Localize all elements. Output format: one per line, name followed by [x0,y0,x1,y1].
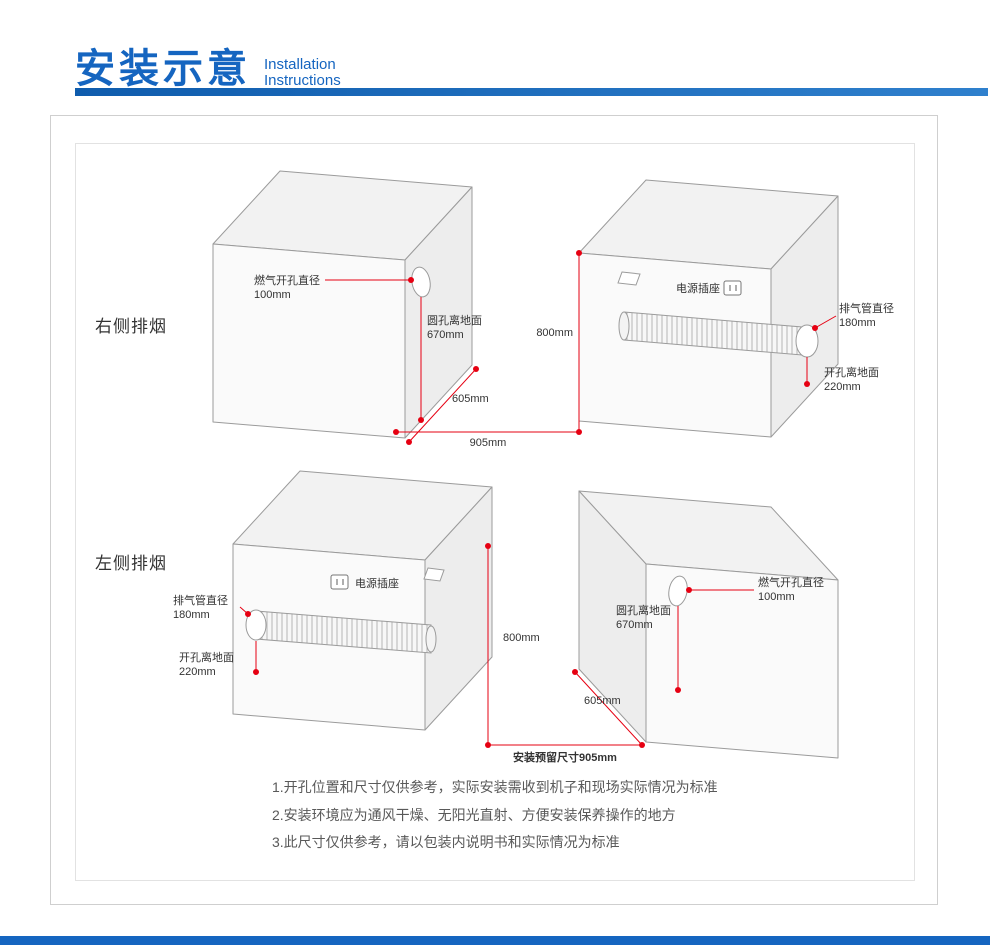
round-hole-height-value: 670mm [427,329,464,341]
page-subtitle-line2: Instructions [264,72,341,89]
dimension-depth-d: 605mm [572,669,643,746]
dimension-dot [639,742,645,748]
reserved-size-value: 安装预留尺寸905mm [513,750,617,764]
dimension-dot [572,669,578,675]
gas-hole [668,575,688,607]
page-title: 安装示意 [75,47,251,91]
depth-value: 605mm [584,695,621,707]
exhaust-pipe-end [425,625,437,653]
box-left-exhaust-hole-view [578,490,839,759]
height-value: 800mm [536,327,573,339]
dimension-width-top: 905mm [393,429,582,449]
footer-accent-bar [0,936,990,945]
box-front-face [645,563,839,759]
dimension-opening-height-c: 开孔离地面 220mm [179,641,259,678]
box-right-exhaust-hole-view [212,170,473,439]
exhaust-pipe-outlet [245,609,267,641]
gas-hole-value: 100mm [758,591,795,603]
width-value: 905mm [470,437,507,449]
dimension-line [814,315,837,329]
installation-diagram: 燃气开孔直径 100mm 圆孔离地面 670mm 605mm [173,170,894,764]
dimension-dot [675,687,681,693]
dimension-depth-a: 605mm [406,366,489,445]
exhaust-pipe-value: 180mm [173,609,210,621]
dimension-dot [812,325,818,331]
exhaust-pipe-value: 180mm [839,317,876,329]
dimension-dot [485,543,491,549]
dimension-dot [804,381,810,387]
power-socket: 电源插座 [330,574,399,590]
exhaust-pipe-label: 排气管直径 [173,593,228,607]
hole-height-label: 开孔离地面 [824,365,879,379]
power-socket: 电源插座 [676,280,742,296]
gas-hole-value: 100mm [254,289,291,301]
power-socket-icon [330,574,349,590]
dimension-reserved-width-bottom: 安装预留尺寸905mm [485,742,645,764]
dimension-hole-height-a: 圆孔离地面 670mm [418,297,482,423]
dimension-hole-height-d: 圆孔离地面 670mm [616,603,681,693]
box-left-exhaust-pipe-view: 电源插座 [232,470,493,731]
page-subtitle-line1: Installation [264,56,336,73]
gas-hole-label: 燃气开孔直径 [758,575,824,589]
round-hole-height-label: 圆孔离地面 [616,603,671,617]
dimension-height-b: 800mm [536,250,582,432]
section-label-left-exhaust: 左侧排烟 [95,554,167,573]
dimension-pipe-diameter-c: 排气管直径 180mm [173,593,251,621]
notes: 1.开孔位置和尺寸仅供参考，实际安装需收到机子和现场实际情况为标准 2.安装环境… [272,774,718,857]
dimension-dot [408,277,414,283]
section-label-right-exhaust: 右侧排烟 [95,317,167,336]
dimension-gas-hole-diameter-d: 燃气开孔直径 100mm [686,575,824,603]
power-socket-label: 电源插座 [676,281,720,295]
diagram-inner-panel: 燃气开孔直径 100mm 圆孔离地面 670mm 605mm [75,143,915,881]
page-subtitle: Installation Instructions [264,57,341,89]
vent-opening [617,271,641,286]
dimension-dot [406,439,412,445]
dimension-pipe-diameter-b: 排气管直径 180mm [812,301,894,331]
dimension-line [574,671,643,746]
dimension-gas-hole-diameter-a: 燃气开孔直径 100mm [254,273,414,301]
exhaust-pipe-label: 排气管直径 [839,301,894,315]
note-line-1: 1.开孔位置和尺寸仅供参考，实际安装需收到机子和现场实际情况为标准 [272,779,718,795]
box-right-exhaust-pipe-view: 电源插座 [578,179,839,438]
dimension-dot [418,417,424,423]
dimension-opening-height-b: 开孔离地面 220mm [804,357,879,393]
box-front-face [212,243,406,439]
dimension-dot [473,366,479,372]
gas-hole-label: 燃气开孔直径 [254,273,320,287]
note-line-2: 2.安装环境应为通风干燥、无阳光直射、方便安装保养操作的地方 [272,806,676,823]
hole-height-value: 220mm [824,381,861,393]
dimension-height-c: 800mm [485,543,540,745]
dimension-dot [393,429,399,435]
hole-height-label: 开孔离地面 [179,650,234,664]
exhaust-pipe [245,609,437,654]
dimension-line [408,368,477,443]
round-hole-height-value: 670mm [616,619,653,631]
power-socket-icon [723,280,742,296]
dimension-dot [686,587,692,593]
dimension-dot [245,611,251,617]
hole-height-value: 220mm [179,666,216,678]
depth-value: 605mm [452,393,489,405]
dimension-dot [253,669,259,675]
vent-opening [423,567,445,582]
dimension-dot [576,250,582,256]
diagram-panel: 燃气开孔直径 100mm 圆孔离地面 670mm 605mm [50,115,938,905]
power-socket-label: 电源插座 [355,576,399,590]
dimension-dot [485,742,491,748]
round-hole-height-label: 圆孔离地面 [427,313,482,327]
height-value: 800mm [503,632,540,644]
note-line-3: 3.此尺寸仅供参考，请以包装内说明书和实际情况为标准 [272,834,620,850]
gas-hole [411,266,431,298]
exhaust-pipe-end [618,311,630,341]
header-accent-bar [75,88,988,96]
